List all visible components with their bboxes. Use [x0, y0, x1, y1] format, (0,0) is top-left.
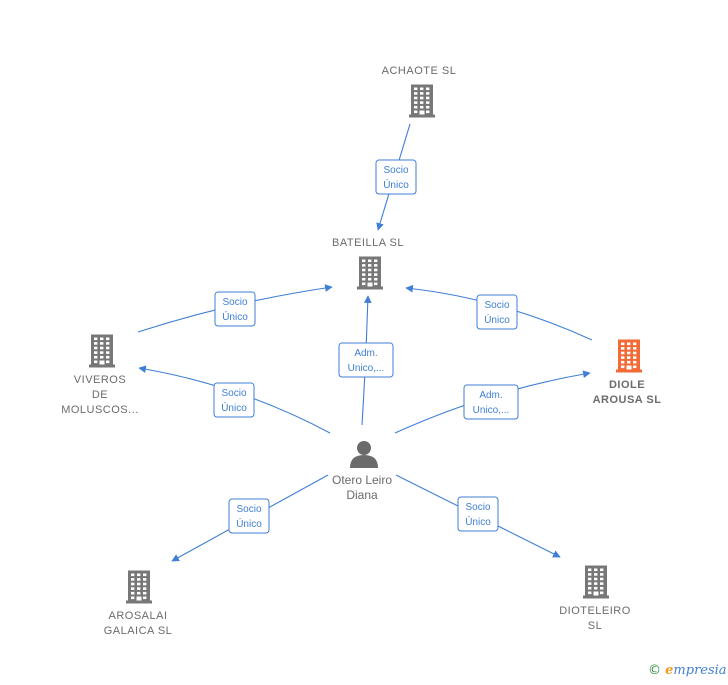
node-label: BATEILLA SL: [332, 237, 404, 249]
node-label: MOLUSCOS...: [61, 404, 139, 416]
node-label: Otero Leiro: [332, 473, 392, 487]
node-label: SL: [588, 620, 602, 632]
edge-label-text: Socio: [465, 502, 490, 513]
node-bateilla[interactable]: BATEILLA SL: [332, 237, 404, 290]
node-label: AROUSA SL: [593, 394, 662, 406]
node-label: VIVEROS: [74, 374, 126, 386]
edge-label-box: [476, 294, 518, 330]
nodes-layer: ACHAOTE SL BATEILLA SL VIVEROS DE MOLUSCOS..…: [61, 65, 661, 637]
edge-label-text: Único: [465, 515, 491, 528]
empresia-logo[interactable]: © empresia: [648, 663, 727, 678]
building-icon[interactable]: [583, 565, 609, 599]
edges-layer: SocioÚnicoSocioÚnicoSocioÚnicoAdm.Unico,…: [137, 123, 593, 562]
edge-label-text: Unico,...: [348, 363, 385, 374]
edge-label-text: Socio: [484, 300, 509, 311]
edge-otero-diole[interactable]: Adm. Unico,...: [394, 370, 591, 434]
edge-label-box: [375, 159, 417, 195]
edge-label-text: Socio: [221, 388, 246, 399]
edge-label-text: Único: [222, 310, 248, 323]
edge-label-box: [214, 291, 256, 327]
node-label: DE: [92, 389, 108, 401]
edge-label-text: Único: [484, 313, 510, 326]
edge-label-box: [213, 382, 255, 418]
edge-otero-bateilla[interactable]: Adm. Unico,...: [338, 295, 394, 426]
edge-label-box: [228, 498, 270, 534]
node-label: DIOLE: [609, 379, 645, 391]
node-label: AROSALAI: [108, 610, 167, 622]
edge-label-text: Único: [221, 401, 247, 414]
edge-label-box: [457, 496, 499, 532]
building-icon[interactable]: [616, 339, 642, 373]
node-label: DIOTELEIRO: [559, 605, 631, 617]
edge-label-box: [338, 342, 394, 378]
brand-name: mpresia: [673, 663, 727, 678]
edge-label-text: Unico,...: [473, 405, 510, 416]
brand-initial: e: [665, 663, 674, 678]
building-icon[interactable]: [89, 334, 115, 368]
person-icon[interactable]: [350, 441, 378, 468]
edge-label-text: Adm.: [354, 348, 377, 359]
edge-label-text: Único: [383, 178, 409, 191]
node-arosalai[interactable]: AROSALAI GALAICA SL: [104, 570, 173, 638]
node-label: Diana: [346, 488, 378, 502]
node-dioteleiro[interactable]: DIOTELEIRO SL: [559, 565, 631, 633]
node-viveros[interactable]: VIVEROS DE MOLUSCOS...: [61, 334, 139, 417]
edge-label-text: Socio: [236, 504, 261, 515]
edge-label-text: Adm.: [479, 390, 502, 401]
node-diole[interactable]: DIOLE AROUSA SL: [593, 339, 662, 407]
building-icon[interactable]: [409, 84, 435, 118]
copyright-symbol: ©: [648, 663, 661, 678]
edge-label-text: Único: [236, 517, 262, 530]
node-label: ACHAOTE SL: [382, 65, 457, 77]
node-achaote[interactable]: ACHAOTE SL: [382, 65, 457, 118]
building-icon[interactable]: [126, 570, 152, 604]
node-label: GALAICA SL: [104, 625, 173, 637]
edge-label-text: Socio: [383, 165, 408, 176]
edge-label-box: [463, 384, 519, 420]
building-icon[interactable]: [357, 256, 383, 290]
edge-label-text: Socio: [222, 297, 247, 308]
